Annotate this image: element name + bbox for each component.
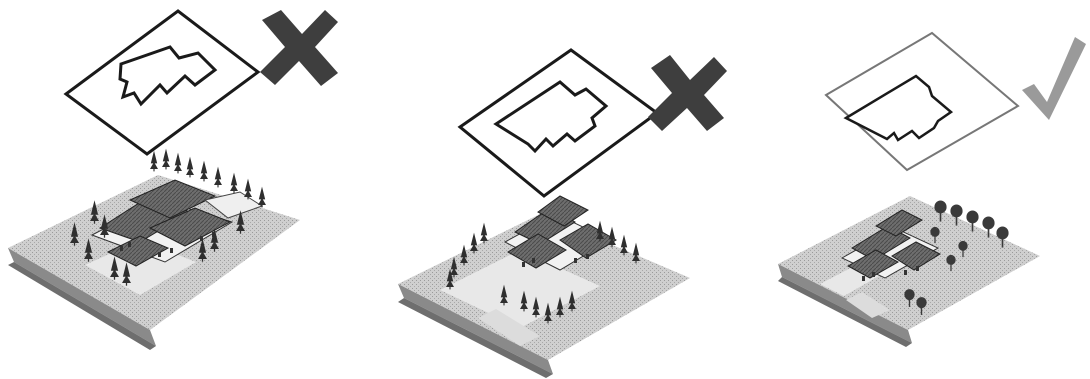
cross-icon <box>260 10 338 86</box>
site-plan-3 <box>826 33 1018 170</box>
aerial-view-2 <box>398 196 690 378</box>
panel-2 <box>398 50 727 378</box>
site-plan-1 <box>66 11 258 154</box>
panel-1 <box>8 10 338 350</box>
panel-3 <box>778 33 1086 347</box>
checkmark-icon <box>1022 37 1086 120</box>
site-plan-2 <box>460 50 657 196</box>
aerial-view-3 <box>778 196 1040 347</box>
cross-icon <box>648 55 727 131</box>
aerial-view-1 <box>8 149 300 350</box>
